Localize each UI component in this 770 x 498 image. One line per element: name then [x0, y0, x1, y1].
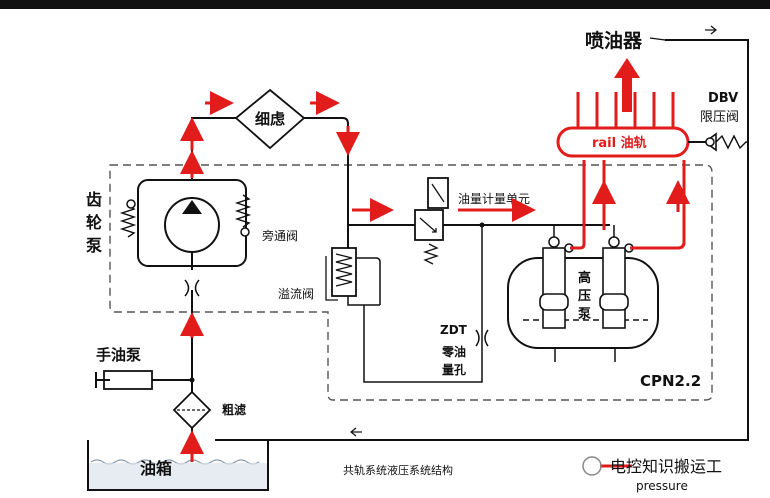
hp-pump-char-1: 高: [578, 270, 591, 286]
gear-pump-char-3: 泵: [85, 236, 102, 255]
caption: 共轨系统液压系统结构: [343, 463, 453, 477]
tank-label: 油箱: [140, 459, 172, 478]
top-bar: [0, 0, 770, 9]
metering-unit: 油量计量单元: [414, 177, 530, 265]
gear-pump-char-1: 齿: [86, 190, 102, 209]
cpn-boundary: [109, 164, 713, 401]
injector-label: 喷油器: [585, 30, 643, 52]
overflow-valve-label: 溢流阀: [278, 287, 314, 301]
hp-pump-char-3: 泵: [578, 307, 591, 322]
gear-pump: 齿 轮 泵 旁通阀: [85, 179, 298, 270]
overflow-valve: 溢流阀: [278, 247, 381, 305]
coarse-filter-label: 粗滤: [222, 402, 246, 417]
big-up-arrow: [614, 58, 640, 112]
return-line: [215, 39, 749, 441]
zero-oil-label-2: 量孔: [442, 363, 466, 377]
legend: pressure: [600, 464, 688, 493]
high-pressure-lines: [570, 160, 686, 250]
fine-filter-label: 细虑: [255, 110, 285, 128]
metering-unit-label: 油量计量单元: [458, 192, 530, 206]
pressure-limit-label: 限压阀: [700, 110, 739, 125]
fine-filter: 细虑: [234, 88, 306, 150]
zero-oil-label-1: 零油: [441, 344, 466, 359]
zdt-label: ZDT: [440, 323, 468, 337]
hp-pump-char-2: 压: [578, 289, 591, 304]
gear-pump-char-2: 轮: [86, 213, 102, 232]
cpn-label: CPN2.2: [640, 372, 701, 390]
coarse-filter: 粗滤: [172, 390, 246, 430]
hand-pump: 手油泵: [95, 346, 195, 390]
flow-arrows: [180, 91, 690, 462]
hand-pump-label: 手油泵: [96, 346, 141, 364]
oil-tank: 油箱: [87, 440, 269, 491]
legend-pressure: pressure: [636, 479, 688, 493]
high-pressure-pump: 高 压 泵: [507, 236, 659, 362]
dbv-label: DBV: [708, 91, 738, 106]
rail-label: rail 油轨: [592, 135, 647, 151]
dbv-valve: DBV 限压阀: [688, 91, 748, 152]
watermark: 电控知识搬运工: [582, 456, 722, 476]
bypass-valve-label: 旁通阀: [262, 228, 298, 243]
watermark-text: 电控知识搬运工: [610, 457, 722, 476]
